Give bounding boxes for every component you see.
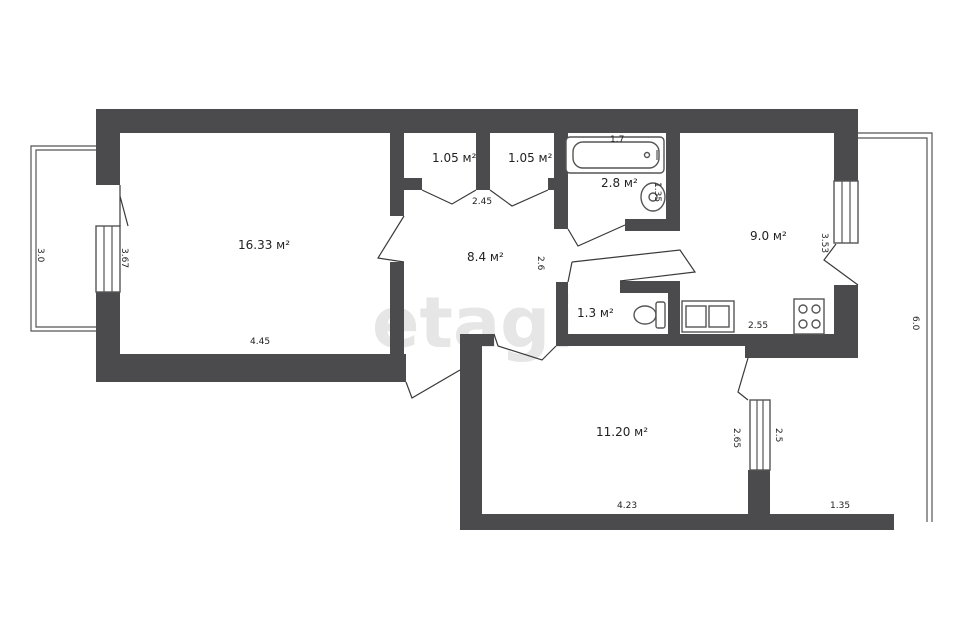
dim-closets-width: 2.45 xyxy=(472,197,492,207)
room-area-closet-2: 1.05 м² xyxy=(508,151,553,165)
window-kitchen xyxy=(833,180,859,244)
doors xyxy=(119,185,859,401)
dim-living-height: 3.67 xyxy=(119,248,129,268)
dim-bath-length: 1.7 xyxy=(610,135,624,145)
dim-balcony-right-width: 1.35 xyxy=(830,501,850,511)
dim-bedroom-width: 4.23 xyxy=(617,501,637,511)
room-area-bedroom: 11.20 м² xyxy=(596,425,648,439)
balcony-left xyxy=(30,145,96,332)
room-area-hall: 8.4 м² xyxy=(467,250,504,264)
bathtub xyxy=(565,136,665,174)
room-area-toilet: 1.3 м² xyxy=(577,306,614,320)
room-area-kitchen: 9.0 м² xyxy=(750,229,787,243)
balcony-right xyxy=(858,132,933,522)
window-living xyxy=(95,225,121,293)
window-bedroom xyxy=(749,399,771,471)
dim-balcony-left-depth: 3.0 xyxy=(35,248,45,263)
dim-hall-length: 2.6 xyxy=(535,256,545,271)
toilet-icon xyxy=(633,301,666,329)
walls xyxy=(96,109,894,530)
dim-bedroom-height: 2.65 xyxy=(731,428,741,448)
kitchen-sink xyxy=(681,300,735,333)
dim-kitchen-height: 3.53 xyxy=(819,233,829,253)
dim-balcony-right-length: 6.0 xyxy=(910,316,920,331)
bathroom-sink xyxy=(640,182,666,212)
room-area-closet-1: 1.05 м² xyxy=(432,151,477,165)
stove xyxy=(793,298,825,335)
dim-kitchen-width: 2.55 xyxy=(748,321,768,331)
room-area-bathroom: 2.8 м² xyxy=(601,176,638,190)
dim-balcony-right-height: 2.5 xyxy=(773,428,783,442)
room-area-living: 16.33 м² xyxy=(238,238,290,252)
dim-living-width: 4.45 xyxy=(250,337,270,347)
dim-bath-width: 1.35 xyxy=(652,182,662,202)
